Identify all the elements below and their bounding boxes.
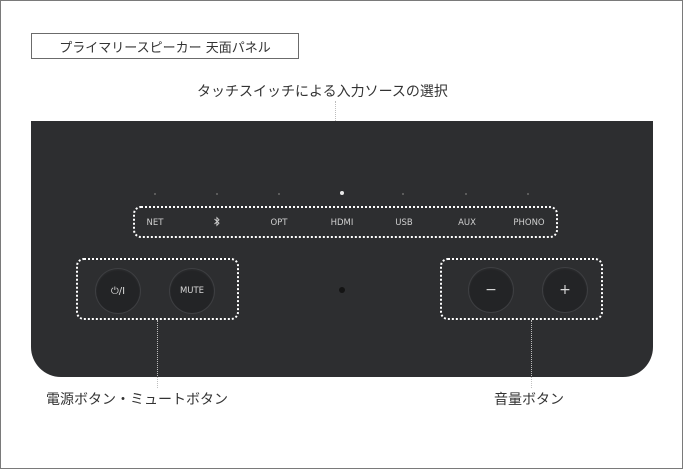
speaker-top-panel: [31, 121, 653, 377]
source-hdmi[interactable]: HDMI: [330, 218, 354, 228]
indicator-dot: [216, 193, 218, 195]
volume-down-label: −: [485, 282, 497, 298]
sensor-dot: [339, 287, 345, 293]
source-usb[interactable]: USB: [395, 218, 413, 228]
volume-up-label: +: [559, 282, 571, 298]
source-net[interactable]: NET: [146, 218, 164, 228]
indicator-dot: [402, 193, 404, 195]
volume-down-button[interactable]: −: [469, 268, 513, 312]
source-bluetooth[interactable]: [214, 216, 221, 230]
bluetooth-icon: [214, 216, 220, 227]
indicator-dot: [465, 193, 467, 195]
mute-button-label: MUTE: [179, 286, 205, 296]
indicator-dot: [278, 193, 280, 195]
volume-up-button[interactable]: +: [543, 268, 587, 312]
figure-title: プライマリースピーカー 天面パネル: [31, 33, 299, 59]
callout-touch-switch: タッチスイッチによる入力ソースの選択: [197, 84, 448, 100]
indicator-dot: [527, 193, 529, 195]
highlight-touch-switches: [133, 206, 558, 238]
indicator-dot-active: [340, 191, 344, 195]
callout-volume: 音量ボタン: [494, 392, 564, 408]
highlight-volume: [440, 258, 603, 320]
power-button[interactable]: ⏻/I: [96, 269, 140, 313]
indicator-dot: [154, 193, 156, 195]
source-phono[interactable]: PHONO: [513, 218, 545, 228]
callout-power-mute: 電源ボタン・ミュートボタン: [46, 392, 228, 408]
highlight-power-mute: [76, 258, 239, 320]
leader-volume: [531, 320, 532, 388]
source-aux[interactable]: AUX: [458, 218, 476, 228]
leader-power-mute: [157, 320, 158, 388]
mute-button[interactable]: MUTE: [170, 269, 214, 313]
figure-title-text: プライマリースピーカー 天面パネル: [59, 40, 271, 56]
power-button-label: ⏻/I: [110, 285, 126, 297]
source-opt[interactable]: OPT: [270, 218, 288, 228]
